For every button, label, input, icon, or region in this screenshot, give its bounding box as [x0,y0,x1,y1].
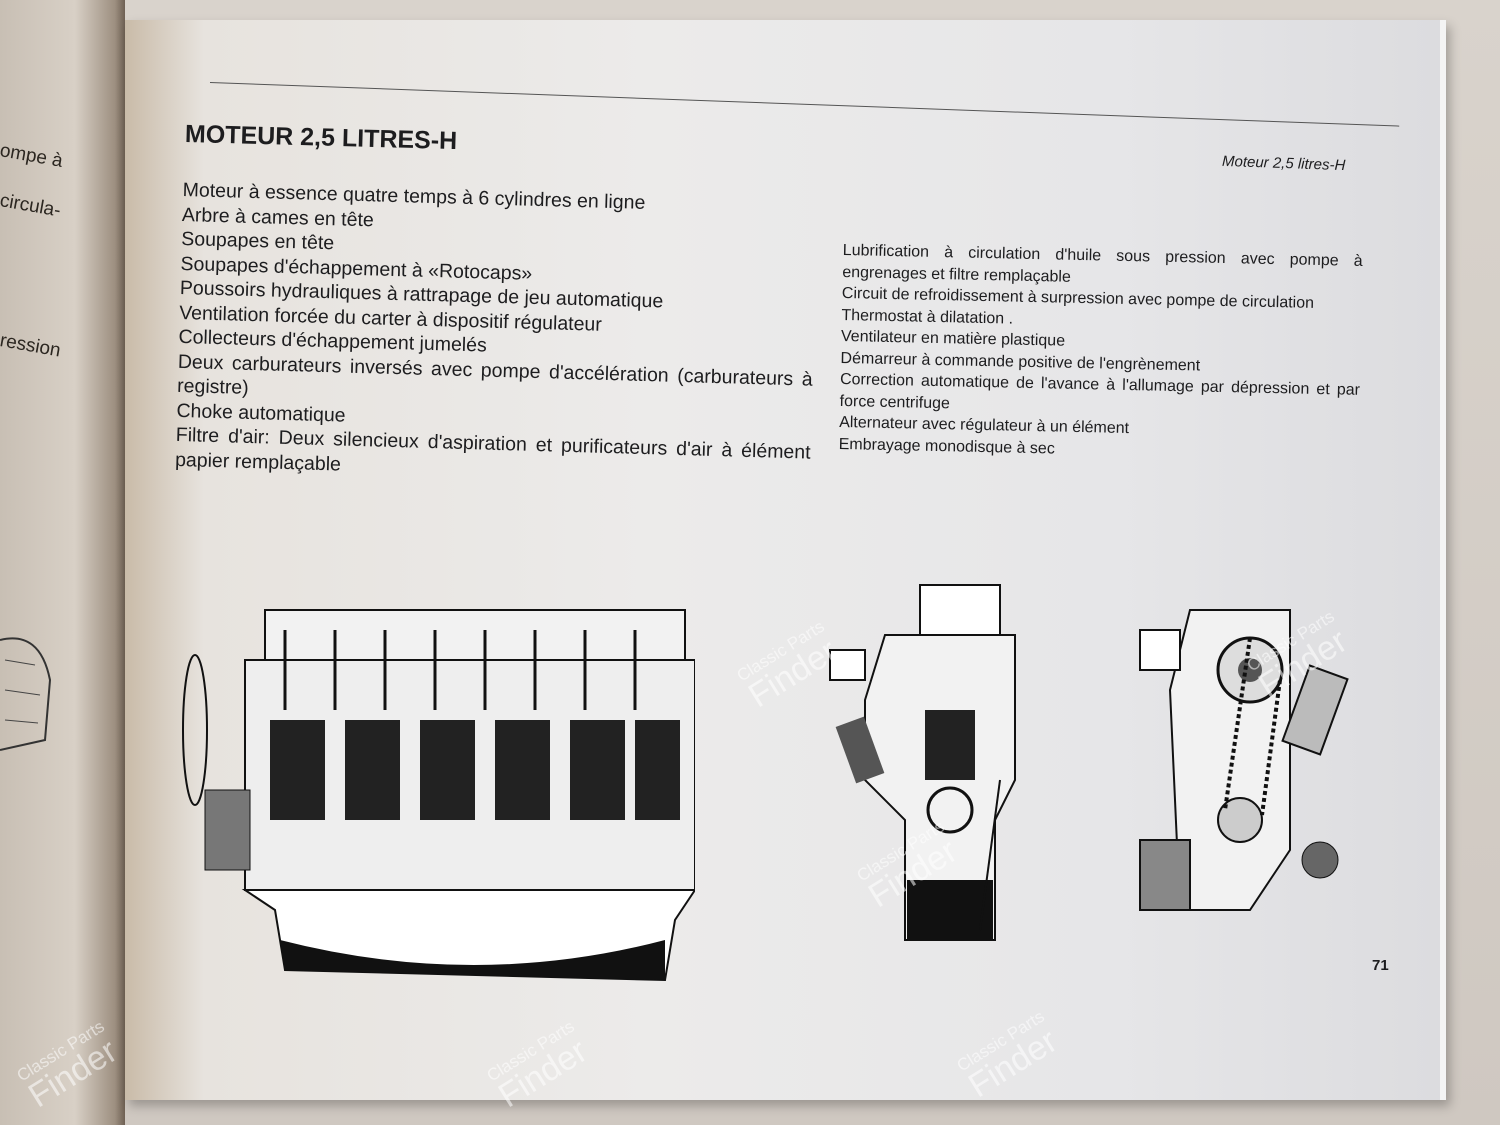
running-head: Moteur 2,5 litres-H [1221,152,1346,175]
left-page-edge: ompe à circula- ression [0,0,125,1125]
left-page-text: circula- [0,190,63,222]
engine-timing-illustration [1139,609,1349,911]
header-rule [209,82,1400,127]
left-page-illustration [0,637,52,751]
spec-list-right: Lubrification à circulation d'huile sous… [838,240,1363,466]
engine-side-cutaway-illustration [182,609,695,982]
engine-cross-section-illustration [829,584,1016,941]
page-number: 71 [1372,957,1389,974]
left-page-text: ompe à [0,140,65,172]
page-title: MOTEUR 2,5 LITRES-H [184,120,458,156]
left-page-text: ression [0,330,63,362]
manual-page: MOTEUR 2,5 LITRES-H Moteur 2,5 litres-H … [125,20,1446,1100]
spec-list-left: Moteur à essence quatre temps à 6 cylind… [175,178,818,490]
